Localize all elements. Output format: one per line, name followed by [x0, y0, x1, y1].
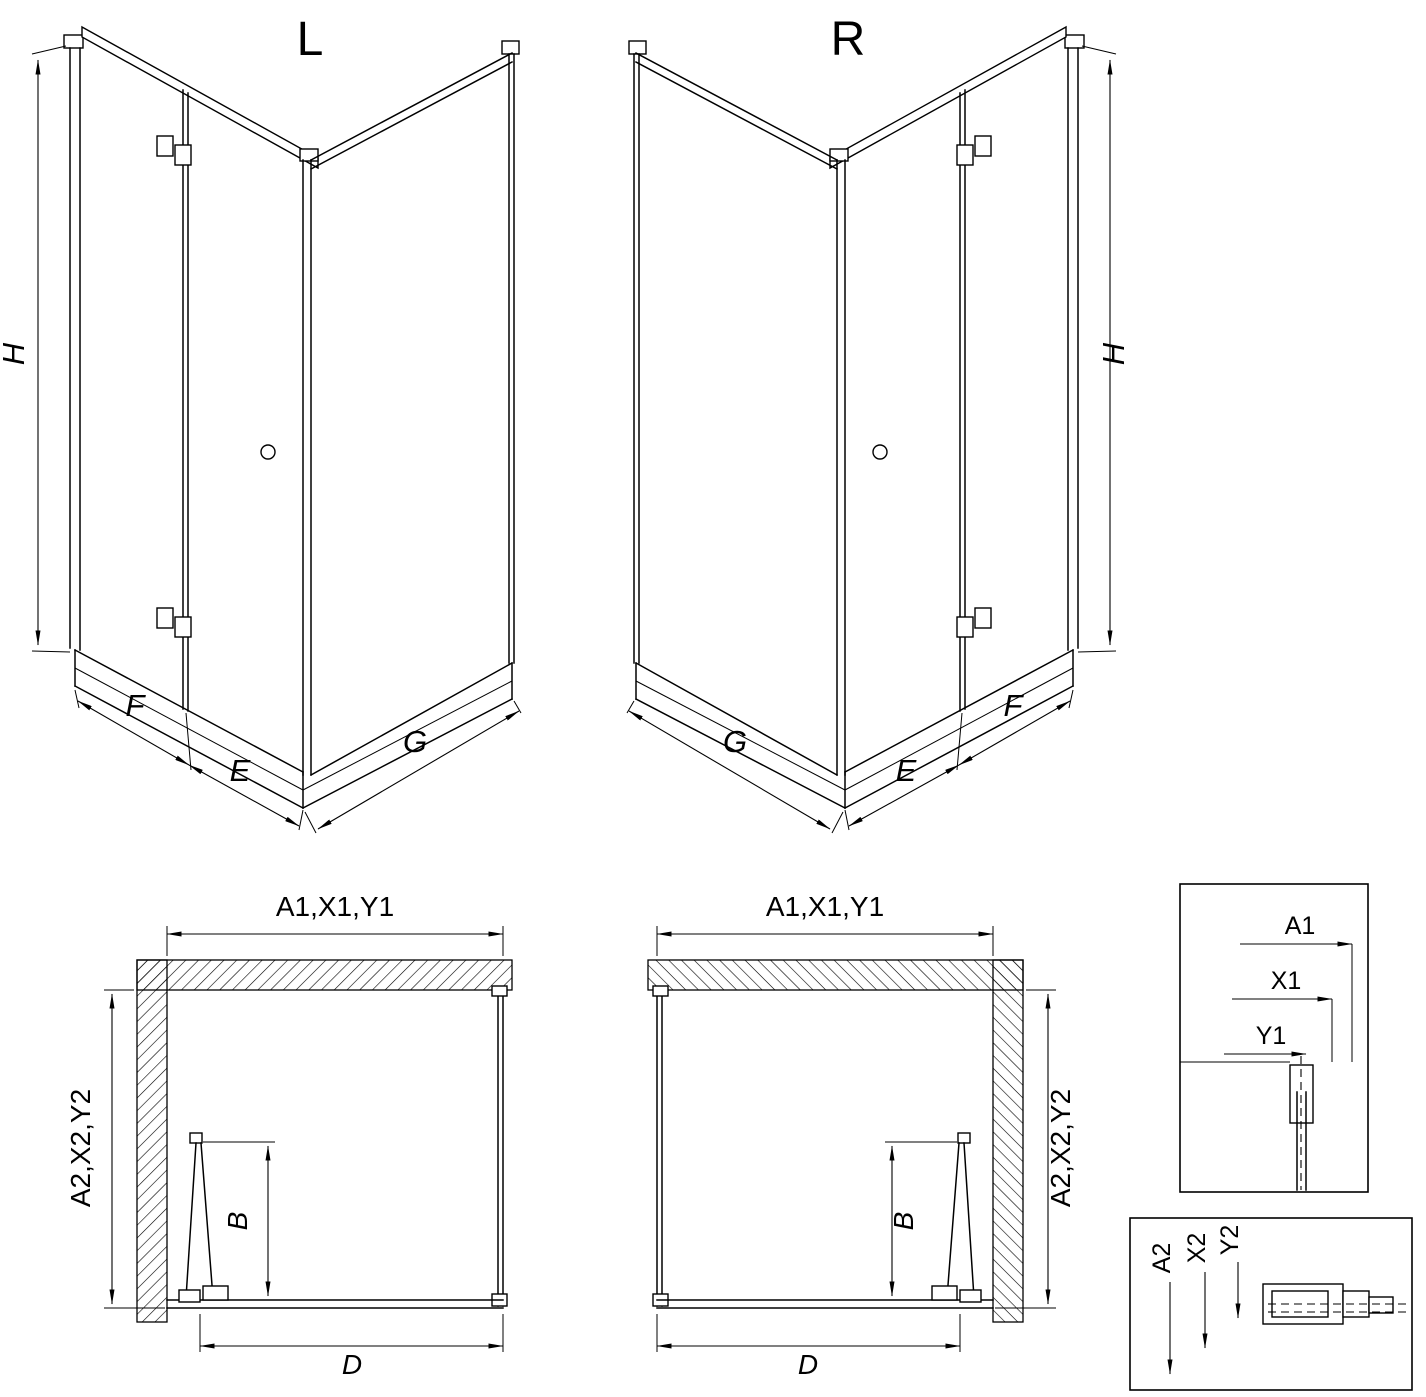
detail-box-bottom: A2 X2 Y2 — [1129, 1217, 1413, 1391]
plan-dim-top-left: A1,X1,Y1 — [276, 891, 394, 922]
variant-label-left: L — [297, 13, 324, 66]
profile-section-horizontal — [1262, 1283, 1410, 1325]
plan-dim-depth-right: A2,X2,Y2 — [1045, 1089, 1076, 1207]
right-plan-geometry — [648, 926, 1056, 1352]
dim-label-h-right: H — [1096, 342, 1131, 365]
detail-label-x1: X1 — [1271, 967, 1302, 995]
left-plan-geometry — [104, 926, 512, 1352]
detail-label-a2: A2 — [1148, 1243, 1176, 1274]
dim-label-e-right: E — [896, 753, 917, 788]
plan-dim-b-left: B — [222, 1212, 253, 1231]
plan-dim-top-right: A1,X1,Y1 — [766, 891, 884, 922]
plan-dim-d-right: D — [798, 1349, 818, 1380]
right-3d-geometry — [627, 27, 1116, 833]
right-3d-view: R H G E F — [627, 13, 1131, 833]
plan-dim-d-left: D — [342, 1349, 362, 1380]
detail-box-top: A1 X1 Y1 — [1179, 883, 1369, 1193]
right-plan-view: A1,X1,Y1 A2,X2,Y2 B D — [648, 891, 1076, 1380]
dim-label-g-left: G — [403, 724, 427, 759]
dim-label-g-right: G — [723, 724, 747, 759]
variant-label-right: R — [831, 13, 866, 66]
dim-label-h-left: H — [0, 342, 31, 365]
dim-label-f-left: F — [126, 688, 147, 723]
detail-label-y2: Y2 — [1216, 1225, 1244, 1256]
left-3d-view: L H F E G — [0, 13, 521, 833]
plan-dim-depth-left: A2,X2,Y2 — [65, 1089, 96, 1207]
detail-label-a1: A1 — [1285, 912, 1316, 940]
plan-dim-b-right: B — [888, 1212, 919, 1231]
dim-label-e-left: E — [230, 753, 251, 788]
left-plan-view: A1,X1,Y1 A2,X2,Y2 B D — [65, 891, 512, 1380]
detail-label-x2: X2 — [1183, 1233, 1211, 1264]
detail-label-y1: Y1 — [1256, 1022, 1287, 1050]
dim-label-f-right: F — [1004, 688, 1025, 723]
left-3d-geometry — [32, 27, 521, 833]
